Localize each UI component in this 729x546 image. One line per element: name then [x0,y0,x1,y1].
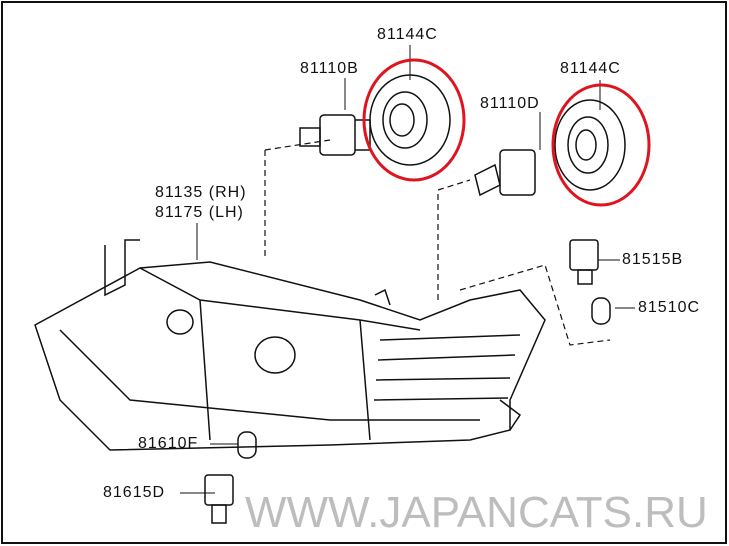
dashed-leaders [264,139,611,346]
label-81135-rh: 81135 (RH) [155,184,247,201]
socket-81515B [569,239,599,285]
bulb-81110B [299,114,371,156]
label-81144C-left: 81144C [377,26,438,43]
watermark: WWW.JAPANCATS.RU [245,488,708,537]
label-81110B: 81110B [300,60,359,77]
socket-81615D [204,474,234,524]
label-81144C-right: 81144C [560,60,621,77]
label-leaders [180,45,635,494]
headlamp-housing [34,261,546,451]
housing-edge [59,329,480,421]
housing-edge [139,267,421,331]
mount-bracket [104,239,140,297]
lens-bulb-right [254,336,296,374]
highlight-circle-left [362,58,466,182]
bulb-81110D [474,149,536,197]
label-81515B: 81515B [622,251,684,268]
mount-tabs [374,288,522,431]
label-81110D: 81110D [480,95,540,112]
bulb-81510C [591,297,611,325]
label-81175-lh: 81175 (LH) [155,204,244,221]
label-81510C: 81510C [638,299,701,316]
label-81615D: 81615D [103,484,166,501]
highlight-circle-right [551,83,651,207]
label-81610F: 81610F [138,435,199,452]
lens-bulb-left [166,309,194,335]
seal-right [554,99,626,191]
bulb-81610F [237,431,257,459]
housing-edge [199,299,371,441]
seal-left [369,74,451,166]
lens-ribs [373,334,521,401]
